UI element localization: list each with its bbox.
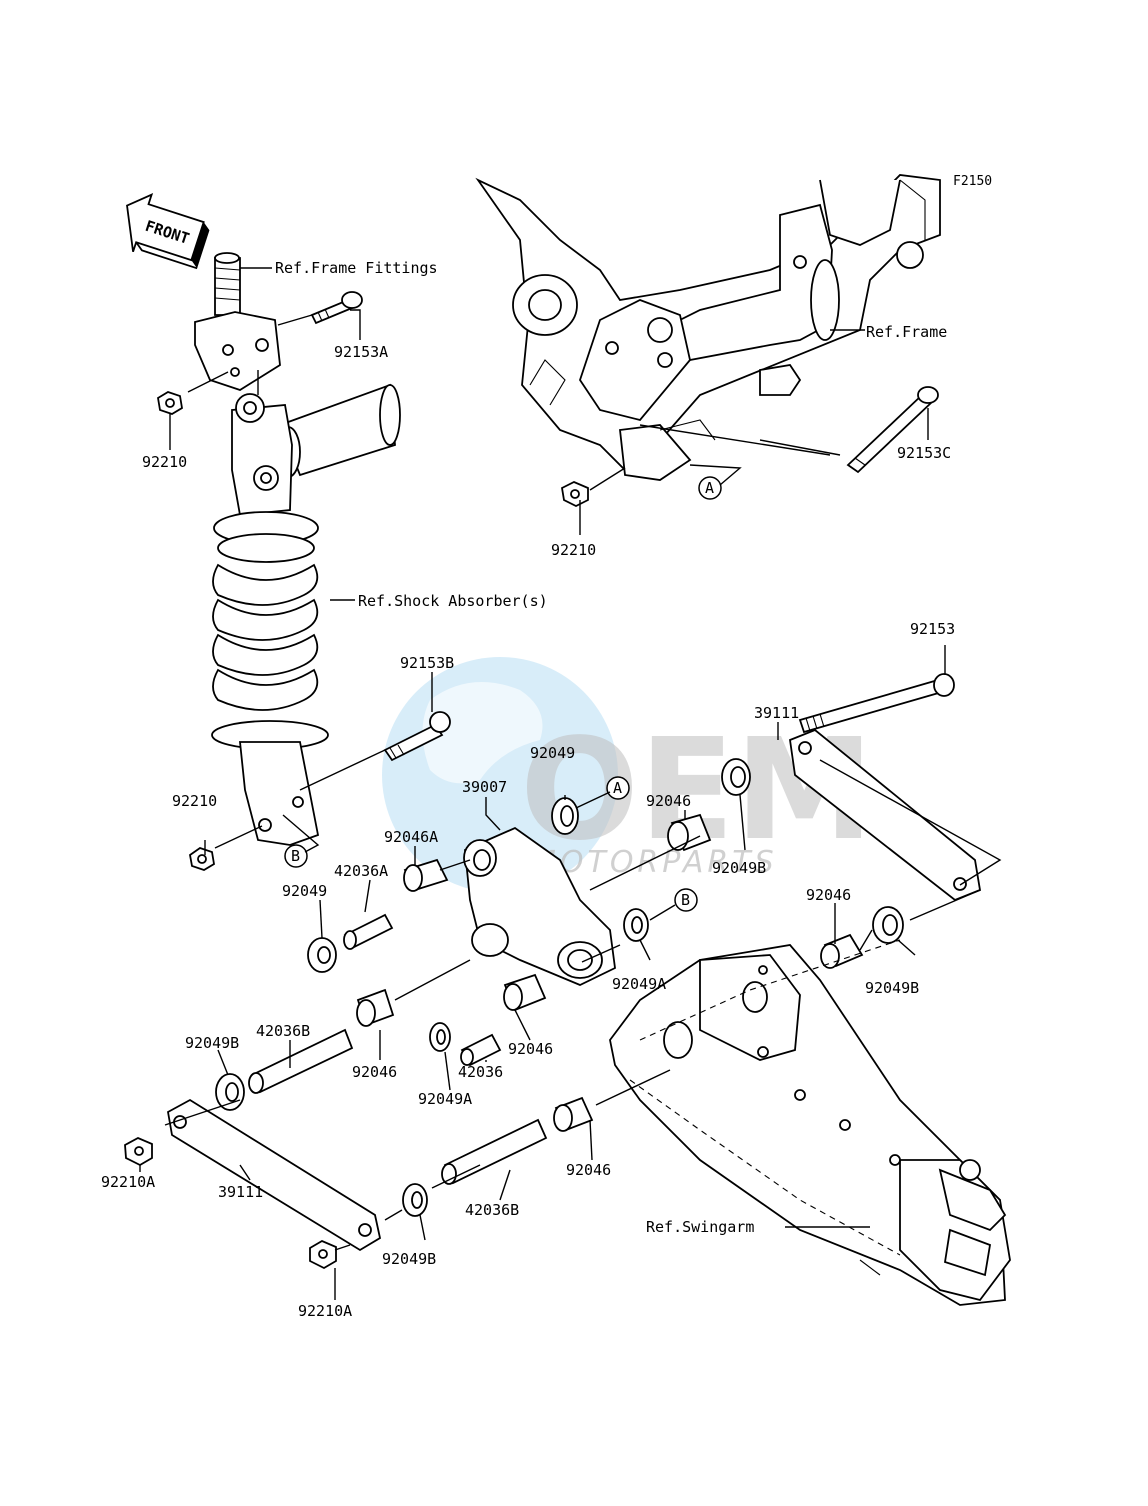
part-label: 92049 bbox=[530, 744, 575, 762]
callout-a-frame-label: A bbox=[705, 479, 714, 497]
part-label: 92049B bbox=[865, 979, 919, 997]
part-label: 92153B bbox=[400, 654, 454, 672]
washer-92049B-right-mid bbox=[721, 758, 751, 796]
part-label: 92049A bbox=[418, 1090, 472, 1108]
bolt-92153 bbox=[798, 673, 955, 734]
part-label: 39111 bbox=[218, 1183, 263, 1201]
washer-92049-left bbox=[307, 937, 337, 973]
nut-92210A-low bbox=[309, 1239, 337, 1270]
callout-a-mid: A bbox=[606, 776, 630, 800]
ref-swingarm: Ref.Swingarm bbox=[646, 1218, 754, 1236]
callout-b-shock-label: B bbox=[291, 847, 300, 865]
swingarm-drawing bbox=[609, 939, 1011, 1306]
washer-92049B-right-low bbox=[872, 906, 904, 944]
bearing-92046A bbox=[403, 858, 449, 892]
bolt-92153C bbox=[846, 386, 939, 474]
part-label: 92049A bbox=[612, 975, 666, 993]
sleeve-42036A bbox=[343, 913, 394, 950]
part-label: 92049B bbox=[185, 1034, 239, 1052]
leader-lines bbox=[139, 267, 1002, 1300]
part-label: 42036B bbox=[256, 1022, 310, 1040]
part-label: 92210 bbox=[551, 541, 596, 559]
nut-92210-frame bbox=[561, 481, 589, 508]
washer-92049A-mid bbox=[623, 908, 649, 942]
sleeve-42036 bbox=[460, 1033, 502, 1067]
part-label: 92046 bbox=[806, 886, 851, 904]
frame-drawing bbox=[475, 174, 941, 481]
bearing-92046-low bbox=[553, 1096, 594, 1132]
part-label: 42036B bbox=[465, 1201, 519, 1219]
bolt-92153A bbox=[310, 291, 363, 325]
washer-92049B-left bbox=[215, 1073, 245, 1111]
callout-b-shock: B bbox=[284, 844, 308, 868]
diagram-code: F2150 bbox=[953, 174, 992, 189]
watermark-sub: MOTORPARTS bbox=[530, 845, 778, 880]
ref-shock-absorber: Ref.Shock Absorber(s) bbox=[358, 592, 548, 610]
part-label: 92046 bbox=[352, 1063, 397, 1081]
washer-92049A-low bbox=[429, 1022, 451, 1052]
part-label: 92153 bbox=[910, 620, 955, 638]
part-label: 42036 bbox=[458, 1063, 503, 1081]
part-label: 39007 bbox=[462, 778, 507, 796]
part-label: 92210A bbox=[298, 1302, 352, 1320]
callout-b-mid-label: B bbox=[681, 891, 690, 909]
ref-frame-fittings: Ref.Frame Fittings bbox=[275, 259, 438, 277]
part-label: 92049B bbox=[712, 859, 766, 877]
front-arrow-icon: FRONT bbox=[126, 193, 210, 270]
part-labels: 92153A 92210 92153C 92210 92153 92153B 3… bbox=[101, 343, 955, 1320]
part-label: 92210 bbox=[172, 792, 217, 810]
part-label: 92049 bbox=[282, 882, 327, 900]
ref-frame: Ref.Frame bbox=[866, 323, 947, 341]
part-label: 39111 bbox=[754, 704, 799, 722]
part-label: 92046 bbox=[566, 1161, 611, 1179]
nut-92210-top bbox=[157, 391, 183, 415]
nut-92210-mid bbox=[189, 847, 215, 871]
nut-92210A-left bbox=[124, 1137, 153, 1167]
callout-a-mid-label: A bbox=[613, 779, 622, 797]
sleeve-42036B-low bbox=[441, 1118, 548, 1185]
part-label: 92046 bbox=[508, 1040, 553, 1058]
part-label: 92210A bbox=[101, 1173, 155, 1191]
part-label: 92210 bbox=[142, 453, 187, 471]
washer-92049B-low bbox=[402, 1183, 428, 1217]
part-label: 92153C bbox=[897, 444, 951, 462]
part-label: 92049B bbox=[382, 1250, 436, 1268]
part-label: 92046A bbox=[384, 828, 438, 846]
bearing-92046-top bbox=[667, 813, 712, 852]
bolt-92153B bbox=[383, 711, 451, 762]
sleeve-42036B-left bbox=[248, 1028, 354, 1094]
bearing-92046-right bbox=[820, 933, 864, 969]
callout-a-frame: A bbox=[698, 476, 722, 500]
callout-b-mid: B bbox=[674, 888, 698, 912]
washer-92049-top bbox=[551, 797, 579, 835]
frame-fitting-bracket bbox=[194, 252, 281, 391]
rocker-arm-39007 bbox=[463, 826, 616, 986]
part-label: 92153A bbox=[334, 343, 388, 361]
bearing-92046-mid bbox=[503, 973, 547, 1012]
tie-rod-39111-low bbox=[167, 1098, 382, 1252]
bearing-92046-mid-left bbox=[356, 988, 395, 1027]
shock-absorber bbox=[211, 383, 401, 846]
part-label: 42036A bbox=[334, 862, 388, 880]
part-label: 92046 bbox=[646, 792, 691, 810]
